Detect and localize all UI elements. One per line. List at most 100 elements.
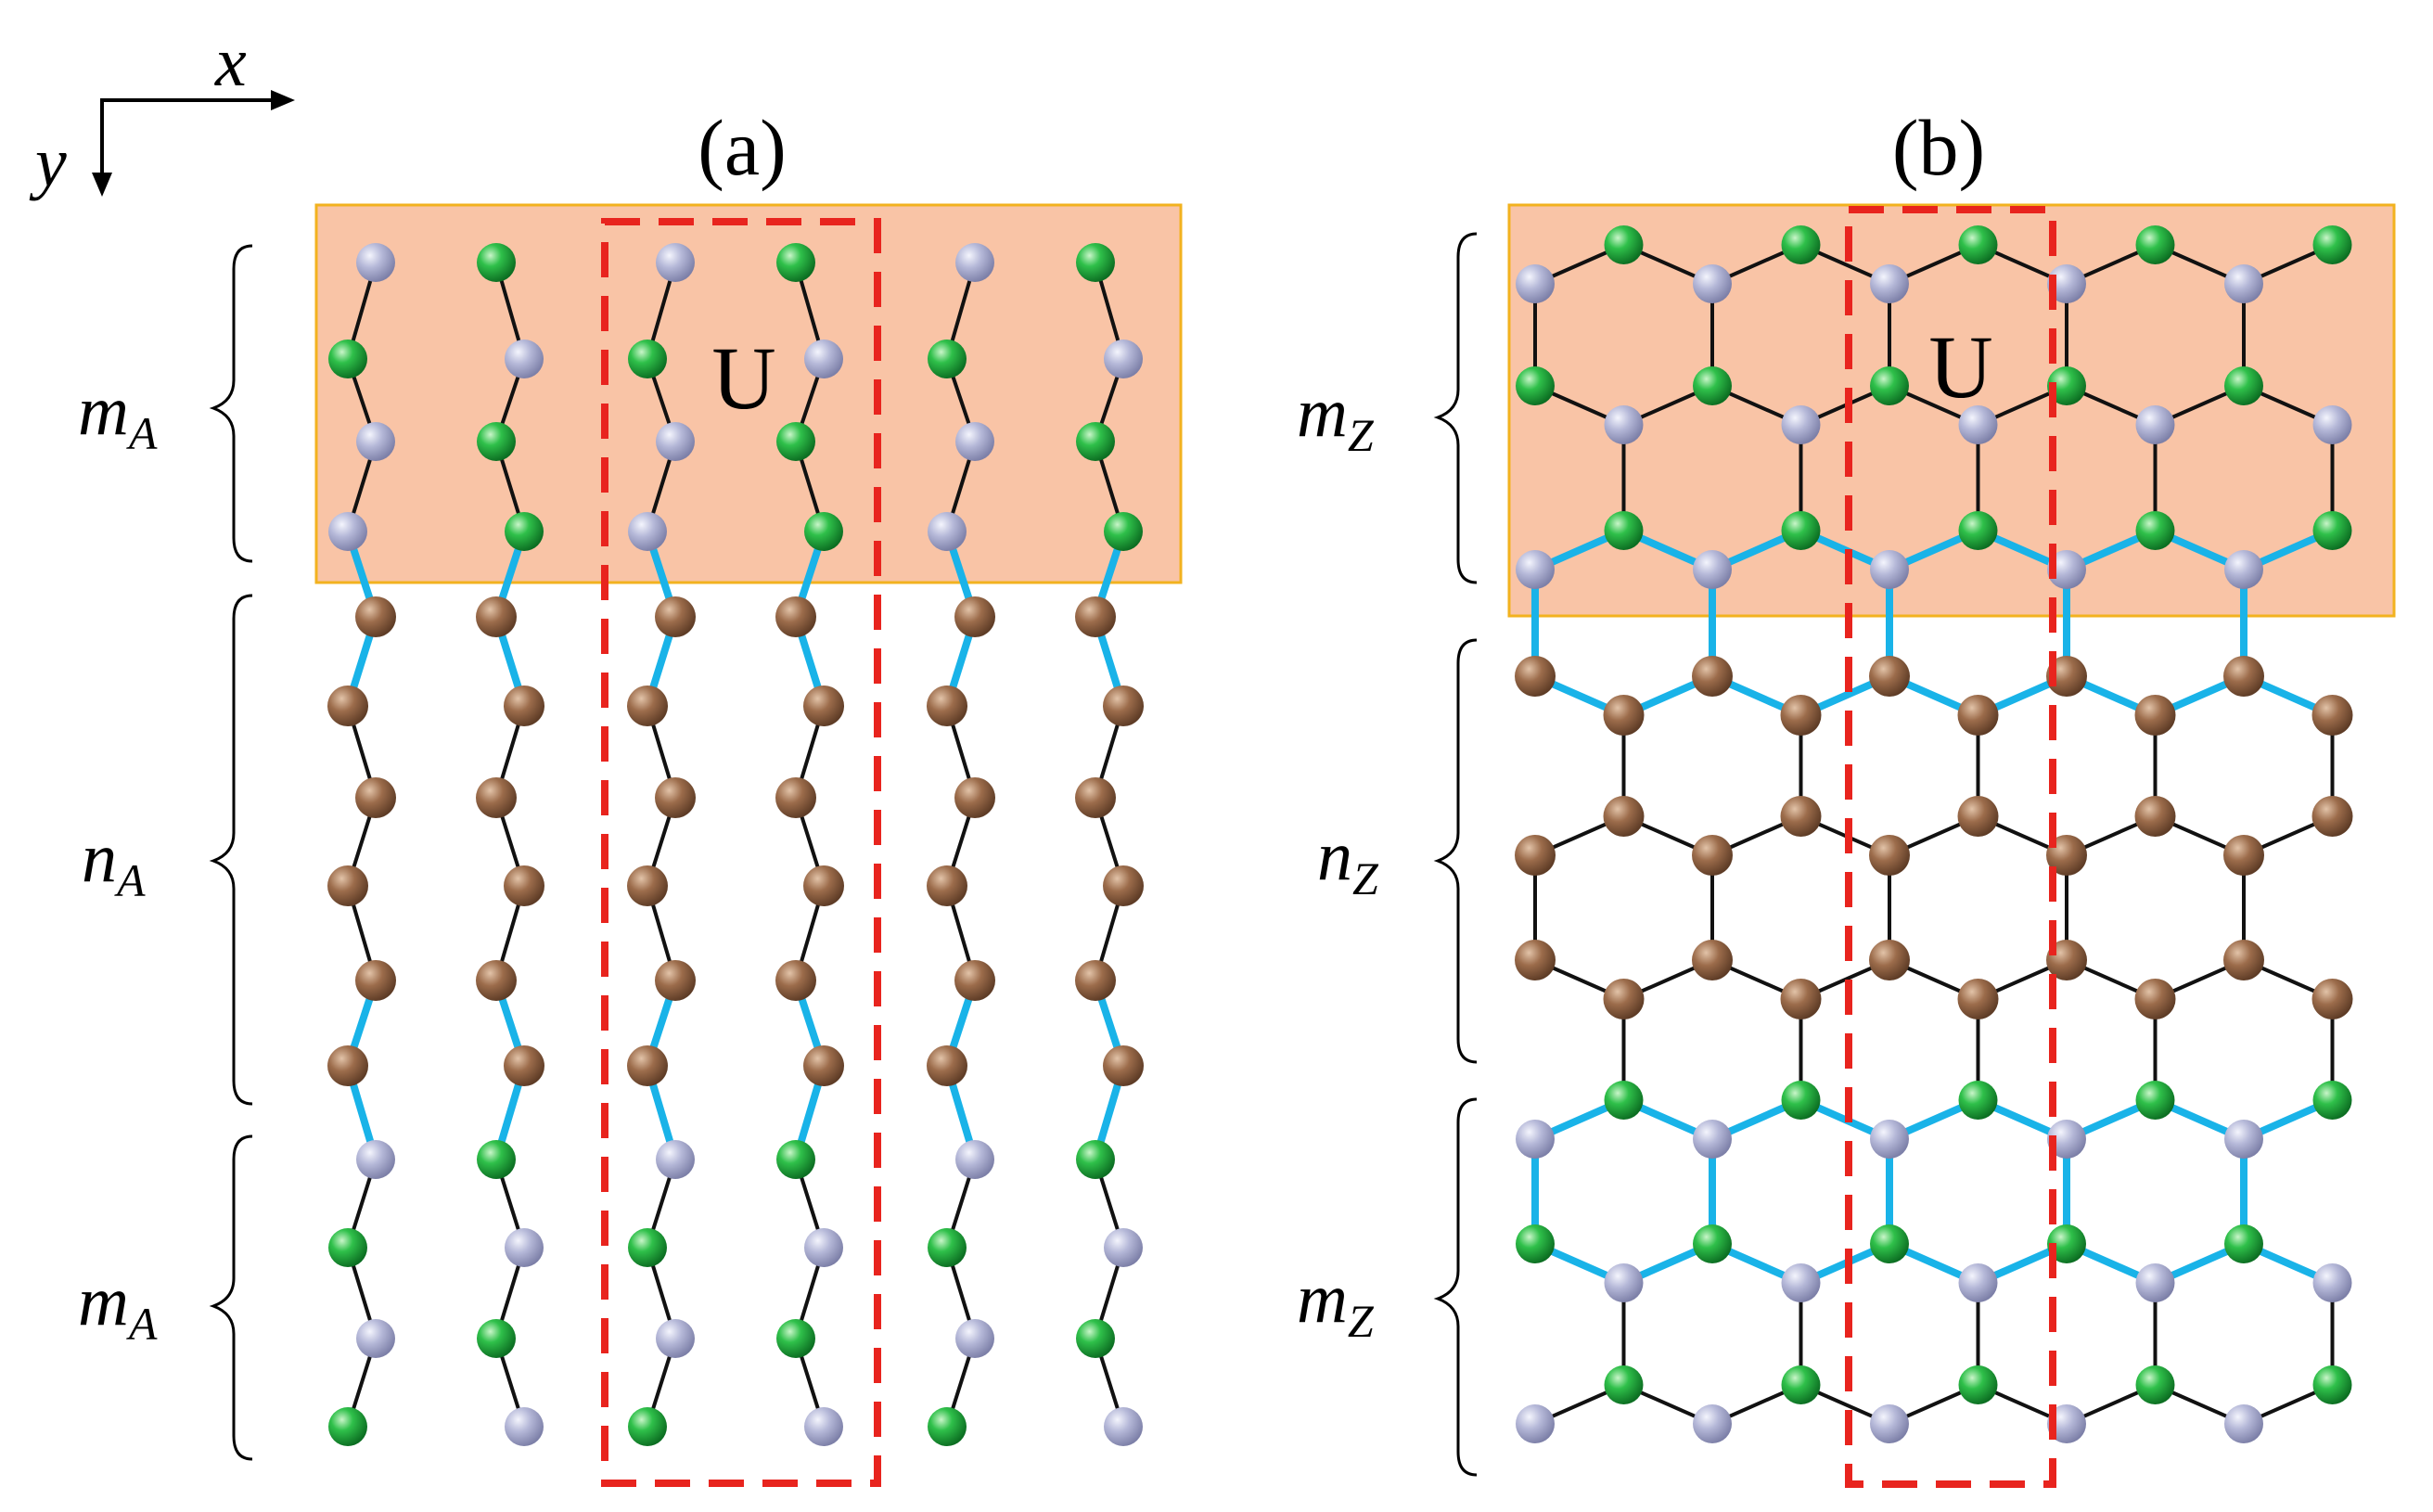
axis-indicator: x y <box>29 23 295 201</box>
brown-atom <box>954 596 995 637</box>
lavender-atom <box>804 1228 843 1267</box>
brown-atom <box>2134 979 2176 1019</box>
green-atom <box>628 1228 667 1267</box>
brown-atom <box>1869 656 1910 697</box>
lavender-atom <box>356 243 395 282</box>
brown-atom <box>1515 835 1556 876</box>
lavender-atom <box>505 1228 544 1267</box>
brown-atom <box>1869 940 1910 980</box>
green-atom <box>328 340 367 378</box>
green-atom <box>1958 225 1998 264</box>
highlight-label-a: U <box>711 328 775 428</box>
green-atom <box>2135 1081 2175 1120</box>
lavender-atom <box>656 422 695 461</box>
bracket-a-1 <box>209 244 253 563</box>
brown-atom <box>1692 835 1733 876</box>
brown-atom <box>775 596 816 637</box>
brown-atom <box>954 960 995 1001</box>
lavender-atom <box>1104 1228 1143 1267</box>
highlight-label-b: U <box>1928 317 1992 416</box>
lavender-atom <box>356 1140 395 1179</box>
brown-atom <box>355 960 396 1001</box>
lavender-atom <box>955 1140 994 1179</box>
brown-atom <box>1103 1045 1144 1086</box>
brown-atom <box>1075 777 1116 818</box>
brown-atom <box>2223 835 2264 876</box>
brown-atom <box>1692 940 1733 980</box>
unit-cell-b <box>1845 206 2056 1488</box>
lavender-atom <box>2047 264 2086 303</box>
brown-atom <box>655 596 696 637</box>
green-atom <box>1516 1224 1555 1263</box>
bracket-b-3-label: mZ <box>1297 1260 1375 1347</box>
green-atom <box>1516 366 1555 405</box>
lavender-atom <box>2047 1120 2086 1159</box>
green-atom <box>328 1407 367 1446</box>
brown-atom <box>954 777 995 818</box>
lavender-atom <box>1693 1120 1732 1159</box>
y-arrow-head <box>92 173 112 197</box>
lavender-atom <box>1693 1404 1732 1443</box>
brown-atom <box>1780 796 1822 837</box>
brown-atom <box>1075 596 1116 637</box>
green-atom <box>804 512 843 551</box>
green-atom <box>1693 366 1732 405</box>
green-atom <box>2312 225 2352 264</box>
green-atom <box>2135 1365 2175 1404</box>
lavender-atom <box>2312 405 2352 444</box>
green-atom <box>328 1228 367 1267</box>
brown-atom <box>2223 656 2264 697</box>
green-atom <box>628 1407 667 1446</box>
brown-atom <box>775 777 816 818</box>
lavender-atom <box>1958 1263 1998 1302</box>
green-atom <box>776 1140 815 1179</box>
lavender-atom <box>356 1319 395 1358</box>
brown-atom <box>1103 686 1144 726</box>
lavender-atom <box>804 1407 843 1446</box>
lavender-atom <box>328 512 367 551</box>
lavender-atom <box>1693 264 1732 303</box>
brown-atom <box>2311 695 2353 736</box>
brown-atom <box>927 865 967 906</box>
brown-atom <box>627 865 668 906</box>
lavender-atom <box>1604 405 1644 444</box>
y-axis-label: y <box>29 123 67 201</box>
brown-atom <box>2223 940 2264 980</box>
lavender-atom <box>1104 340 1143 378</box>
green-atom <box>1781 225 1821 264</box>
bracket-a-2-label: nA <box>82 819 146 906</box>
lavender-atom <box>1516 1120 1555 1159</box>
brown-atom <box>1692 656 1733 697</box>
green-atom <box>928 1228 967 1267</box>
green-atom <box>1604 1081 1644 1120</box>
brown-atom <box>504 865 544 906</box>
brown-atom <box>803 686 844 726</box>
brown-atom <box>2311 979 2353 1019</box>
brown-atom <box>327 686 368 726</box>
lavender-atom <box>1104 1407 1143 1446</box>
green-atom <box>1604 511 1644 550</box>
green-atom <box>477 1140 516 1179</box>
bracket-a-3-label: mA <box>78 1262 158 1350</box>
lavender-atom <box>1870 1120 1909 1159</box>
green-atom <box>2224 366 2263 405</box>
green-atom <box>2135 225 2175 264</box>
green-atom <box>776 422 815 461</box>
green-atom <box>1604 1365 1644 1404</box>
lavender-atom <box>505 340 544 378</box>
brown-atom <box>655 777 696 818</box>
green-atom <box>1076 243 1115 282</box>
lavender-atom <box>1693 550 1732 589</box>
lavender-atom <box>2224 264 2263 303</box>
lavender-atom <box>1870 1404 1909 1443</box>
brown-atom <box>2134 695 2176 736</box>
lavender-atom <box>955 422 994 461</box>
green-atom <box>2224 1224 2263 1263</box>
panel-b: (b) U mZ nZ mZ <box>1297 103 2396 1488</box>
lavender-atom <box>656 1319 695 1358</box>
green-atom <box>2312 1365 2352 1404</box>
lavender-atom <box>2312 1263 2352 1302</box>
panel-a-label: (a) <box>698 103 786 192</box>
lavender-atom <box>2135 1263 2175 1302</box>
brown-atom <box>1957 979 1999 1019</box>
